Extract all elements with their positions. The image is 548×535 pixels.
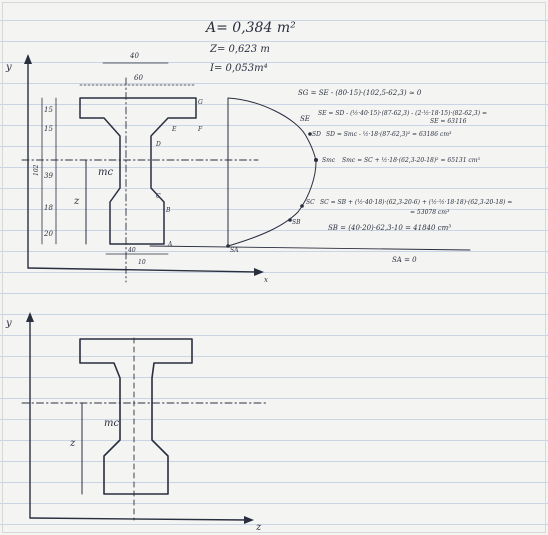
eq-sg: SG = SE - (80·15)·(102,5-62,3) ≈ 0 [298,89,422,97]
eq-sc-result: = 53078 cm³ [410,209,450,216]
point-b: B [165,207,171,214]
lower-z-arrow-icon [244,516,254,524]
area-value: A= 0,384 m² [204,20,296,36]
lower-z-axis-label: z [255,522,262,533]
lower-beam-section [79,338,193,495]
point-c: C [156,193,161,200]
eq-sc-label: SC [306,199,315,206]
centroid-value: Z= 0,623 m [209,44,270,55]
eq-smc: Smc = SC + ½·18·(62,3-20-18)² = 65131 cm… [342,157,480,164]
dim-label-40-bottom: 40 [127,247,136,254]
eq-sd-label: SD [312,131,321,138]
sa-baseline [149,245,471,251]
inertia-value: I= 0,053m⁴ [209,63,268,74]
lower-y-arrow-icon [26,312,34,322]
side-total-dim: 102 [33,164,40,176]
lower-z-label: z [69,438,76,449]
upper-centroid-label: mc [98,167,113,178]
upper-x-arrow-icon [254,268,264,276]
left-dim-1: 15 [44,106,53,114]
dim-label-40-top: 40 [129,52,139,60]
left-dim-5: 20 [43,230,53,238]
point-f: F [197,126,203,133]
point-d: D [155,141,161,148]
upper-beam-section [79,97,197,245]
eq-sa: SA = 0 [392,256,417,264]
eq-sa-label: SA [230,247,239,254]
left-dim-3: 39 [44,172,53,180]
eq-smc-label: Smc [322,157,336,164]
curve-point-sa-icon [226,244,230,248]
upper-x-axis-label: x [264,276,268,284]
eq-sb: SB = (40·20)·62,3-10 = 41840 cm³ [328,224,451,232]
lower-z-axis [29,517,249,521]
curve-point-sd-icon [308,132,312,136]
upper-y-arrow-icon [24,54,32,64]
curve-point-sc-icon [300,204,304,208]
eq-se-label: SE [300,115,310,123]
upper-x-axis [27,267,259,273]
upper-y-axis-label: y [5,62,12,73]
left-dim-2: 15 [44,125,53,133]
eq-se-result: SE = 63116 [430,118,467,125]
dim-label-10-bottom: 10 [138,259,146,266]
left-dim-4: 18 [44,204,53,212]
point-a: A [167,241,173,248]
curve-point-sb-icon [288,218,292,222]
lower-centroid-label: mc [104,418,119,429]
dim-label-60: 60 [134,74,143,82]
curve-point-smc-icon [314,158,318,162]
eq-se: SE = SD - (½·40·15)·(87-62,3) - (2·½·18·… [318,110,487,117]
point-g: G [198,99,203,106]
eq-sc: SC = SB + (½·40·18)·(62,3-20-6) + (½·½·1… [320,199,512,206]
upper-z-label: z [73,196,80,207]
eq-sb-label: SB [292,219,301,226]
eq-sd: SD = Smc - ½·18·(87-62,3)² = 63186 cm³ [326,131,452,138]
lower-y-axis-label: y [5,318,12,329]
point-e: E [171,126,177,133]
